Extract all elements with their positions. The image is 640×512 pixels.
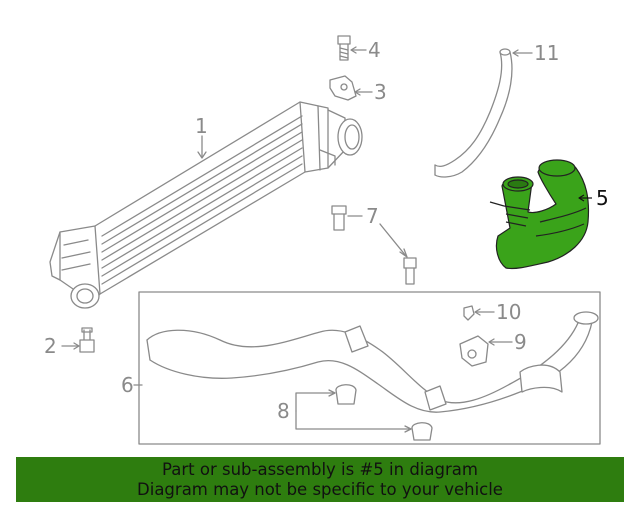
hose-part-11[interactable] xyxy=(434,48,513,178)
callout-10: 10 xyxy=(496,300,522,324)
intercooler-part[interactable] xyxy=(49,101,363,309)
bolt-part-7[interactable] xyxy=(331,205,417,285)
part-6-group-box xyxy=(138,291,601,445)
bolt-part-4[interactable] xyxy=(337,35,351,61)
bolt-part-2[interactable] xyxy=(79,327,95,353)
banner-line-1: Part or sub-assembly is #5 in diagram xyxy=(162,460,478,479)
clip-part-8[interactable] xyxy=(335,384,433,441)
clip-part-10[interactable] xyxy=(463,305,475,321)
callout-1: 1 xyxy=(195,114,208,138)
duct-tube-part-6[interactable] xyxy=(146,311,599,413)
callout-2: 2 xyxy=(44,334,57,358)
bracket-part-3[interactable] xyxy=(329,75,357,101)
callout-9: 9 xyxy=(514,330,527,354)
notice-banner: Part or sub-assembly is #5 in diagram Di… xyxy=(16,457,624,502)
highlighted-hose-part-5[interactable] xyxy=(489,159,592,270)
callout-11: 11 xyxy=(534,41,560,65)
callout-6: 6 xyxy=(121,373,134,397)
callout-4: 4 xyxy=(368,38,381,62)
callout-3: 3 xyxy=(374,80,387,104)
sensor-part-9[interactable] xyxy=(459,335,489,367)
callout-7: 7 xyxy=(366,204,379,228)
callout-5: 5 xyxy=(596,186,609,210)
parts-diagram xyxy=(49,35,601,445)
callout-8: 8 xyxy=(277,399,290,423)
banner-line-2: Diagram may not be specific to your vehi… xyxy=(137,480,503,499)
leader-lines xyxy=(61,46,533,433)
